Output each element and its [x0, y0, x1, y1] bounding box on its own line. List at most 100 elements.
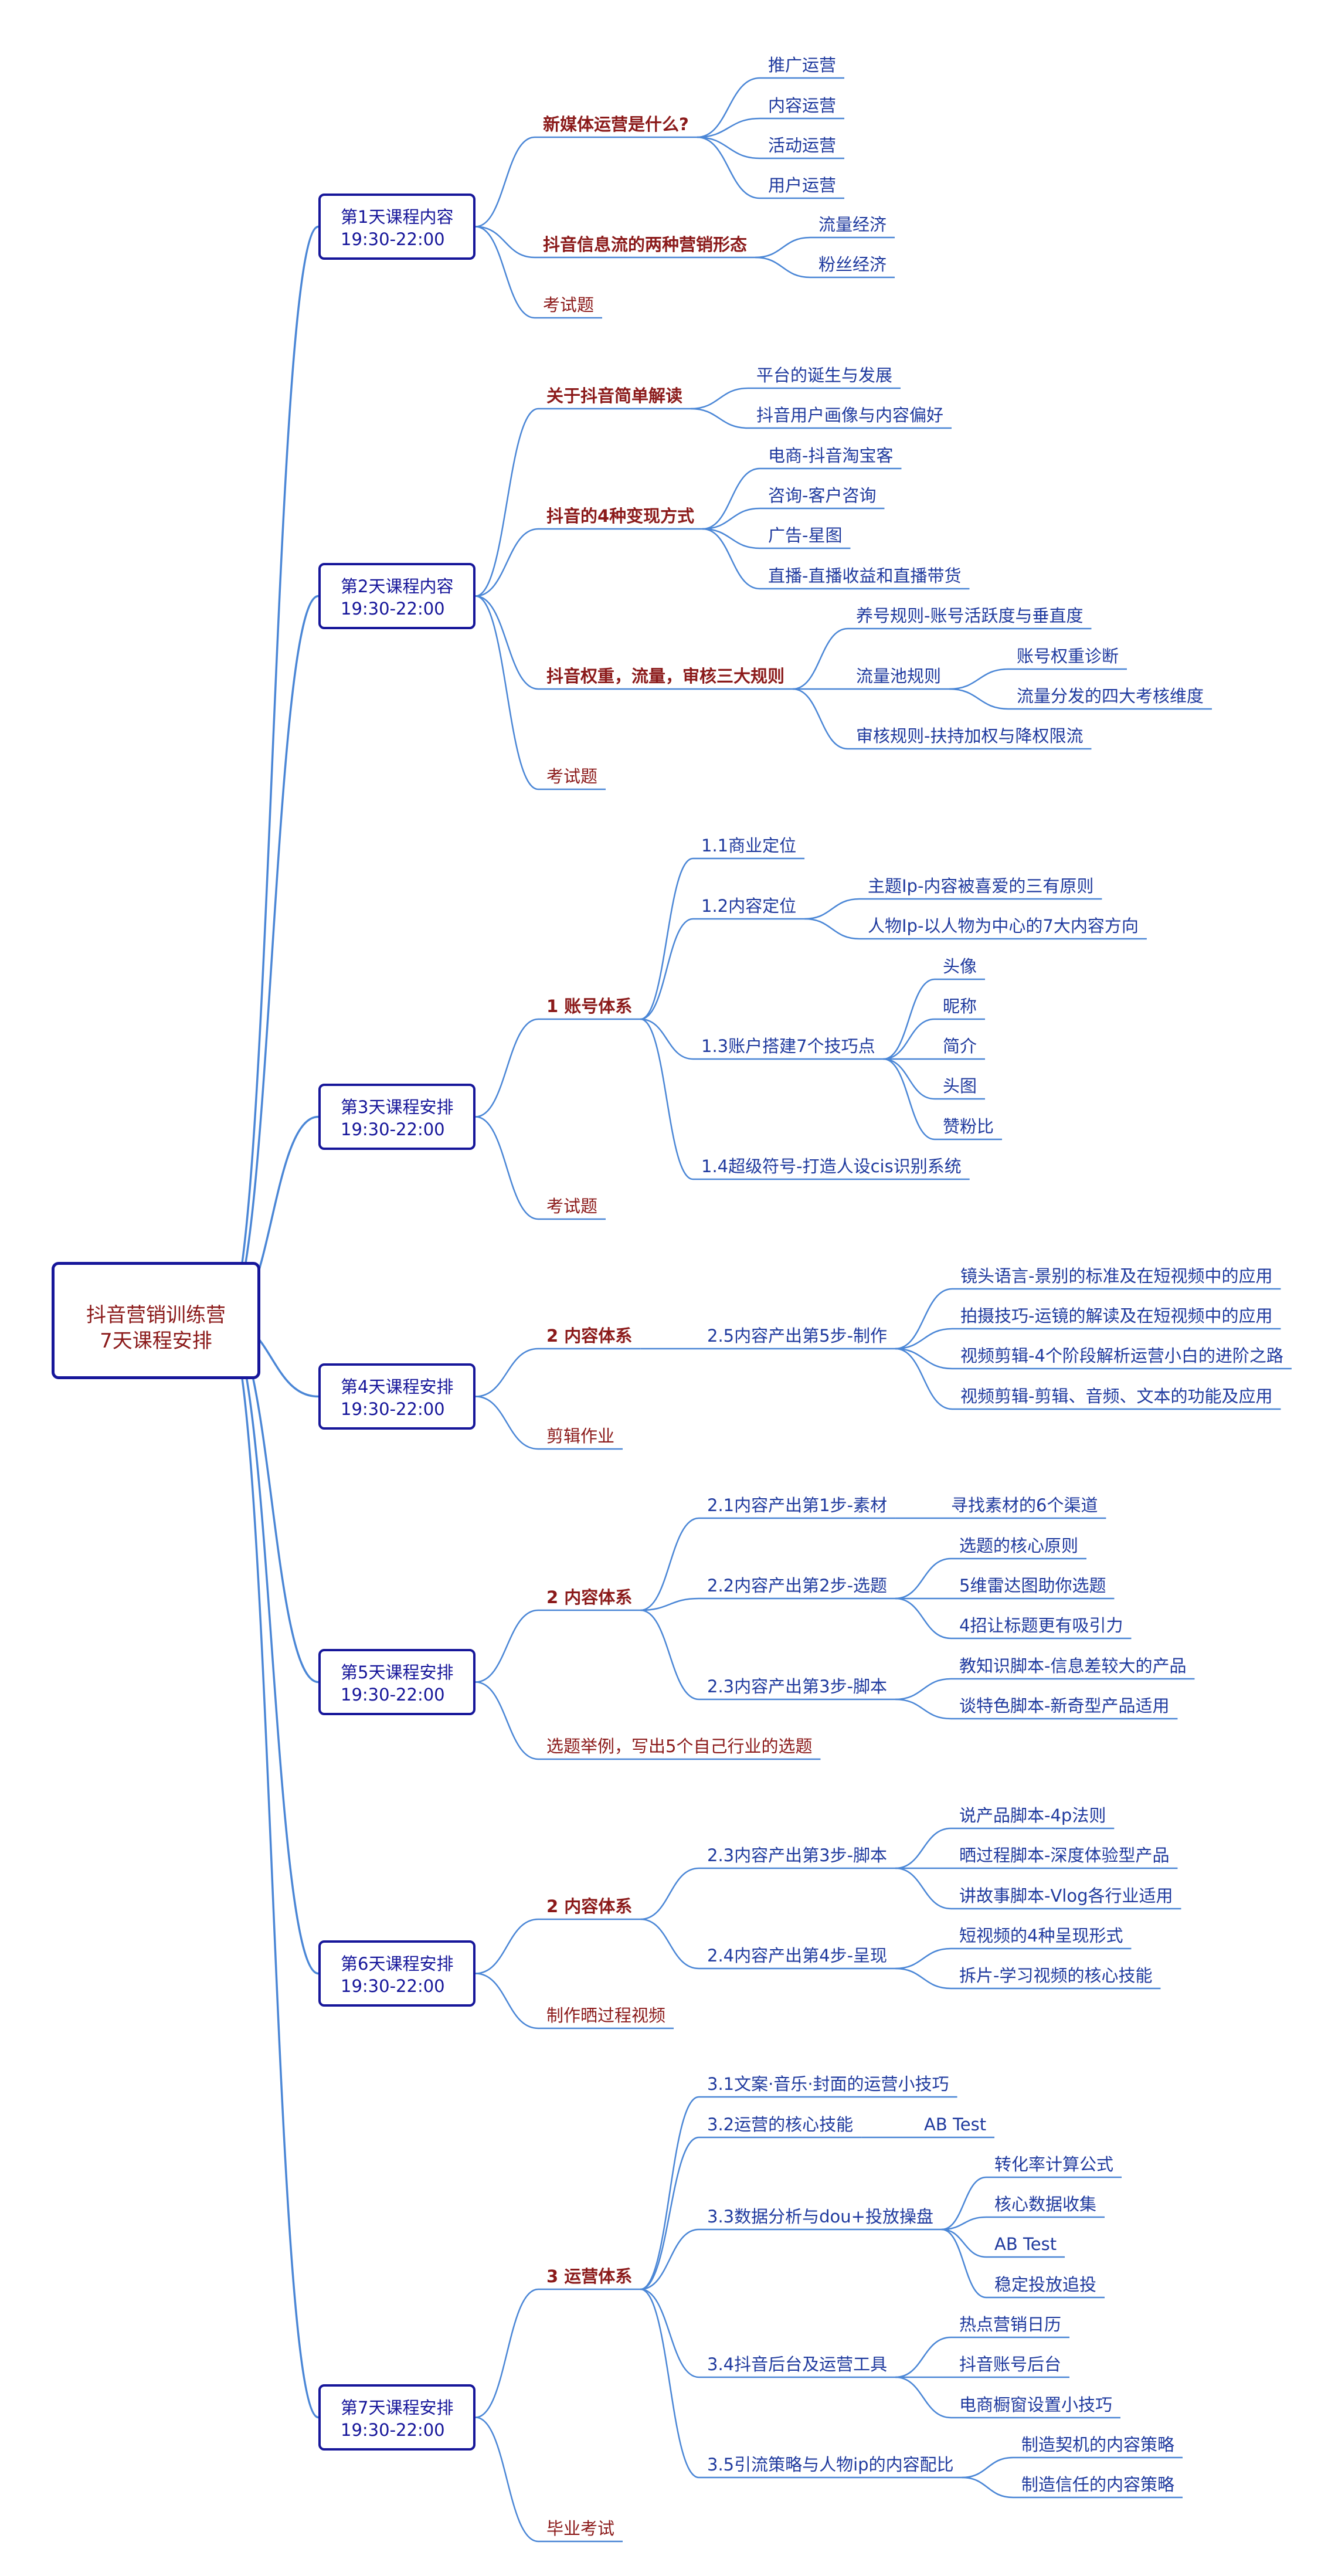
day-3-title: 第3天课程安排: [341, 1097, 454, 1117]
day7-subtopic-3[interactable]: 核心数据收集: [994, 2194, 1097, 2214]
day-2-node[interactable]: 第2天课程内容 19:30-22:00: [318, 563, 476, 629]
day4-homework[interactable]: 剪辑作业: [546, 1426, 615, 1446]
day7-topic-4[interactable]: 3.4抖音后台及运营工具: [707, 2354, 888, 2374]
day5-homework[interactable]: 选题举例，写出5个自己行业的选题: [546, 1736, 813, 1756]
day2-subtopic-1[interactable]: 账号权重诊断: [1017, 646, 1119, 666]
day3-subtopic-6[interactable]: 头图: [943, 1076, 977, 1096]
day6-subtopic-1[interactable]: 说产品脚本-4p法则: [959, 1805, 1106, 1825]
day2-topic-4[interactable]: 咨询-客户咨询: [768, 486, 877, 505]
day5-subtopic-2[interactable]: 选题的核心原则: [959, 1536, 1079, 1556]
day7-subtopic-7[interactable]: 抖音账号后台: [959, 2354, 1062, 2374]
day7-topic-1[interactable]: 3.1文案·音乐·封面的运营小技巧: [707, 2074, 949, 2094]
day2-section-2[interactable]: 抖音的4种变现方式: [546, 506, 695, 526]
day1-topic-5[interactable]: 流量经济: [818, 215, 887, 235]
day3-topic-4[interactable]: 1.4超级符号-打造人设cis识别系统: [701, 1156, 962, 1176]
day2-topic-3[interactable]: 电商-抖音淘宝客: [768, 446, 894, 466]
day1-topic-4[interactable]: 用户运营: [768, 175, 837, 195]
day6-section-1[interactable]: 2 内容体系: [546, 1896, 633, 1916]
day6-subtopic-3[interactable]: 讲故事脚本-Vlog各行业适用: [959, 1886, 1173, 1906]
day-1-node[interactable]: 第1天课程内容 19:30-22:00: [318, 194, 476, 260]
day7-section-1[interactable]: 3 运营体系: [546, 2266, 633, 2286]
day5-subtopic-4[interactable]: 4招让标题更有吸引力: [959, 1615, 1123, 1635]
day3-topic-2[interactable]: 1.2内容定位: [701, 896, 797, 916]
day3-subtopic-4[interactable]: 昵称: [943, 996, 977, 1016]
day5-subtopic-6[interactable]: 谈特色脚本-新奇型产品适用: [959, 1696, 1170, 1716]
day4-subtopic-4[interactable]: 视频剪辑-剪辑、音频、文本的功能及应用: [960, 1386, 1273, 1406]
day1-topic-3[interactable]: 活动运营: [768, 135, 837, 155]
day3-subtopic-1[interactable]: 主题Ip-内容被喜爱的三有原则: [868, 876, 1094, 896]
day-4-title: 第4天课程安排: [341, 1377, 454, 1397]
day5-topic-1[interactable]: 2.1内容产出第1步-素材: [707, 1495, 888, 1515]
day2-topic-8[interactable]: 流量池规则: [856, 666, 942, 686]
day2-subtopic-2[interactable]: 流量分发的四大考核维度: [1017, 686, 1204, 706]
day3-subtopic-3[interactable]: 头像: [943, 956, 977, 976]
day-4-node[interactable]: 第4天课程安排 19:30-22:00: [318, 1363, 476, 1430]
day6-subtopic-4[interactable]: 短视频的4种呈现形式: [959, 1926, 1123, 1946]
day7-subtopic-5[interactable]: 稳定投放追投: [994, 2275, 1097, 2295]
day4-section-1[interactable]: 2 内容体系: [546, 1326, 633, 1346]
day-6-time: 19:30-22:00: [341, 1976, 445, 1996]
day1-section-1[interactable]: 新媒体运营是什么?: [543, 114, 689, 134]
day2-section-1[interactable]: 关于抖音简单解读: [546, 386, 683, 406]
day7-topic-3[interactable]: 3.3数据分析与dou+投放操盘: [707, 2207, 933, 2227]
day1-topic-2[interactable]: 内容运营: [768, 96, 837, 116]
day2-topic-1[interactable]: 平台的诞生与发展: [756, 365, 893, 385]
day6-topic-2[interactable]: 2.4内容产出第4步-呈现: [707, 1946, 888, 1966]
day-2-title: 第2天课程内容: [341, 576, 454, 596]
day6-subtopic-5[interactable]: 拆片-学习视频的核心技能: [959, 1966, 1153, 1986]
day2-exam[interactable]: 考试题: [546, 766, 598, 786]
day-7-time: 19:30-22:00: [341, 2420, 445, 2440]
day-3-node[interactable]: 第3天课程安排 19:30-22:00: [318, 1084, 476, 1150]
day-1-time: 19:30-22:00: [341, 229, 445, 249]
day-4-time: 19:30-22:00: [341, 1399, 445, 1419]
day4-subtopic-1[interactable]: 镜头语言-景别的标准及在短视频中的应用: [960, 1266, 1273, 1286]
day1-exam[interactable]: 考试题: [543, 295, 595, 315]
day1-section-2[interactable]: 抖音信息流的两种营销形态: [543, 235, 748, 254]
day2-topic-7[interactable]: 养号规则-账号活跃度与垂直度: [856, 606, 1084, 626]
day2-topic-2[interactable]: 抖音用户画像与内容偏好: [756, 405, 944, 425]
day4-topic-1[interactable]: 2.5内容产出第5步-制作: [707, 1326, 888, 1346]
day5-topic-2[interactable]: 2.2内容产出第2步-选题: [707, 1576, 888, 1596]
day3-topic-3[interactable]: 1.3账户搭建7个技巧点: [701, 1036, 875, 1056]
day7-subtopic-6[interactable]: 热点营销日历: [959, 2314, 1062, 2334]
day7-subtopic-8[interactable]: 电商橱窗设置小技巧: [959, 2395, 1113, 2415]
root-subtitle: 7天课程安排: [100, 1329, 212, 1353]
day-6-node[interactable]: 第6天课程安排 19:30-22:00: [318, 1940, 476, 2007]
day4-subtopic-2[interactable]: 拍摄技巧-运镜的解读及在短视频中的应用: [960, 1306, 1273, 1326]
day-7-node[interactable]: 第7天课程安排 19:30-22:00: [318, 2384, 476, 2451]
day5-topic-3[interactable]: 2.3内容产出第3步-脚本: [707, 1676, 888, 1696]
day5-subtopic-5[interactable]: 教知识脚本-信息差较大的产品: [959, 1656, 1187, 1676]
day-3-time: 19:30-22:00: [341, 1119, 445, 1139]
day7-subtopic-9[interactable]: 制造契机的内容策略: [1021, 2435, 1175, 2455]
day7-subtopic-10[interactable]: 制造信任的内容策略: [1021, 2475, 1175, 2494]
day2-topic-6[interactable]: 直播-直播收益和直播带货: [768, 566, 962, 586]
day5-section-1[interactable]: 2 内容体系: [546, 1587, 633, 1607]
day-7-title: 第7天课程安排: [341, 2398, 454, 2418]
day7-exam[interactable]: 毕业考试: [546, 2519, 615, 2538]
day3-topic-1[interactable]: 1.1商业定位: [701, 836, 797, 856]
day1-topic-1[interactable]: 推广运营: [768, 55, 837, 75]
day3-subtopic-2[interactable]: 人物Ip-以人物为中心的7大内容方向: [868, 916, 1139, 936]
day3-subtopic-7[interactable]: 赞粉比: [943, 1116, 994, 1136]
day5-subtopic-1[interactable]: 寻找素材的6个渠道: [951, 1495, 1098, 1515]
day4-subtopic-3[interactable]: 视频剪辑-4个阶段解析运营小白的进阶之路: [960, 1346, 1283, 1366]
day7-subtopic-2[interactable]: 转化率计算公式: [994, 2154, 1114, 2174]
day3-exam[interactable]: 考试题: [546, 1196, 598, 1216]
day6-topic-1[interactable]: 2.3内容产出第3步-脚本: [707, 1845, 888, 1865]
root-node[interactable]: 抖音营销训练营 7天课程安排: [52, 1262, 260, 1379]
day7-subtopic-4[interactable]: AB Test: [994, 2234, 1057, 2254]
day3-subtopic-5[interactable]: 简介: [943, 1036, 977, 1056]
day-6-title: 第6天课程安排: [341, 1954, 454, 1974]
day3-section-1[interactable]: 1 账号体系: [546, 996, 633, 1016]
day-5-node[interactable]: 第5天课程安排 19:30-22:00: [318, 1649, 476, 1715]
day6-homework[interactable]: 制作晒过程视频: [546, 2005, 666, 2025]
day2-topic-5[interactable]: 广告-星图: [768, 525, 843, 545]
day2-section-3[interactable]: 抖音权重，流量，审核三大规则: [546, 666, 785, 686]
day2-topic-9[interactable]: 审核规则-扶持加权与降权限流: [856, 726, 1084, 746]
day7-topic-2[interactable]: 3.2运营的核心技能: [707, 2115, 854, 2134]
day7-subtopic-1[interactable]: AB Test: [924, 2115, 987, 2134]
day7-topic-5[interactable]: 3.5引流策略与人物ip的内容配比: [707, 2455, 954, 2475]
day1-topic-6[interactable]: 粉丝经济: [818, 254, 887, 274]
day6-subtopic-2[interactable]: 晒过程脚本-深度体验型产品: [959, 1845, 1170, 1865]
day5-subtopic-3[interactable]: 5维雷达图助你选题: [959, 1576, 1106, 1596]
